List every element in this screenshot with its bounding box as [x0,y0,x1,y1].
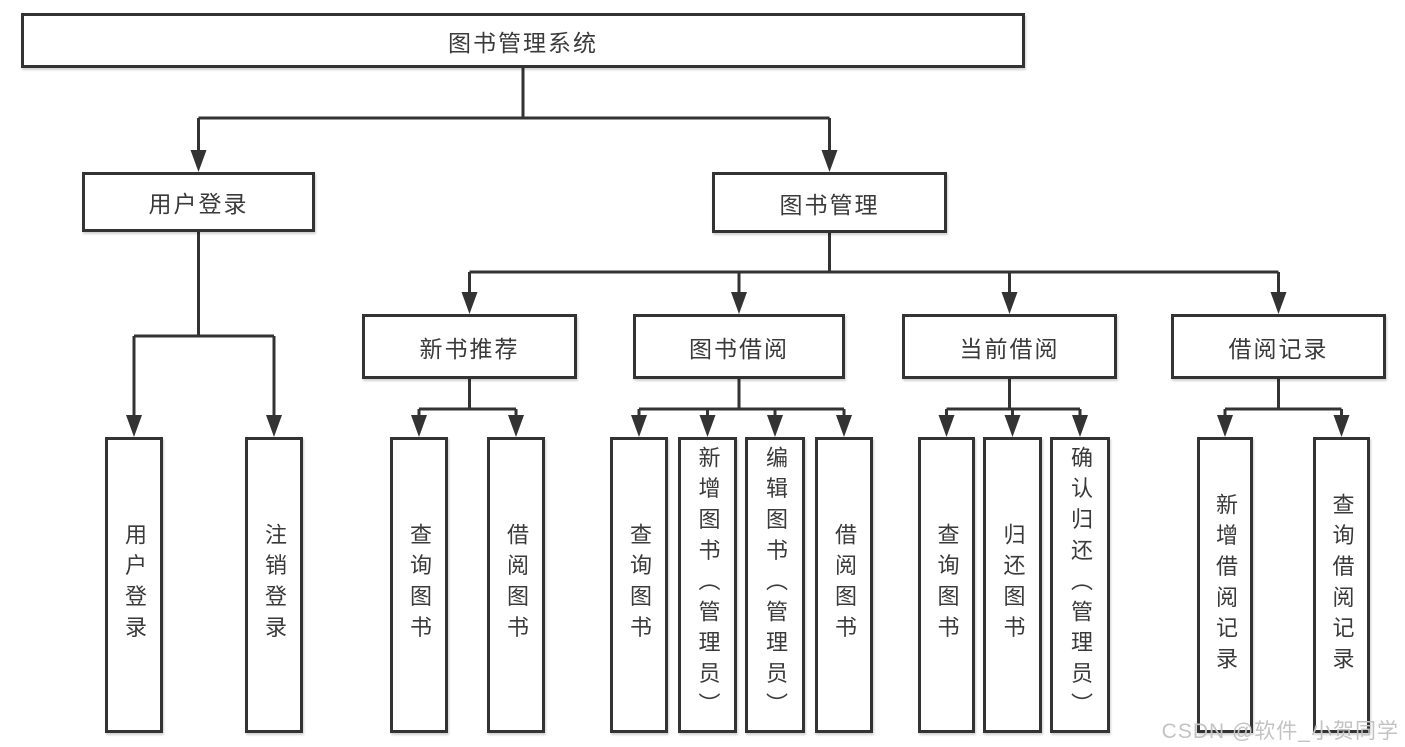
leaf-borrow-borrow-books: 借阅图书 [815,437,873,733]
leaf-borrow-add-books-admin: 新增图书（管理员） [678,437,737,733]
leaf-borrow-edit-books-admin: 编辑图书（管理员） [745,437,805,733]
leaf-recommend-query-books: 查询图书 [390,437,448,733]
node-user-login: 用户登录 [82,172,315,232]
leaf-borrow-query-books: 查询图书 [610,437,668,733]
node-book-management: 图书管理 [712,172,947,233]
leaf-records-add-record: 新增借阅记录 [1197,437,1253,733]
leaf-recommend-borrow-books: 借阅图书 [487,437,545,733]
node-book-borrow: 图书借阅 [633,314,845,379]
leaf-logout: 注销登录 [245,437,303,733]
node-current-borrow: 当前借阅 [902,314,1117,379]
leaf-user-login: 用户登录 [105,437,163,733]
node-new-book-recommend: 新书推荐 [362,314,577,379]
leaf-current-query-books: 查询图书 [918,437,975,733]
node-root-system: 图书管理系统 [21,13,1025,68]
leaf-current-return-books: 归还图书 [983,437,1042,733]
node-borrow-records: 借阅记录 [1171,314,1386,379]
leaf-current-confirm-return-admin: 确认归还（管理员） [1050,437,1110,733]
csdn-watermark: CSDN @软件_小贺同学 [1161,720,1399,743]
leaf-records-query-record: 查询借阅记录 [1313,437,1370,733]
